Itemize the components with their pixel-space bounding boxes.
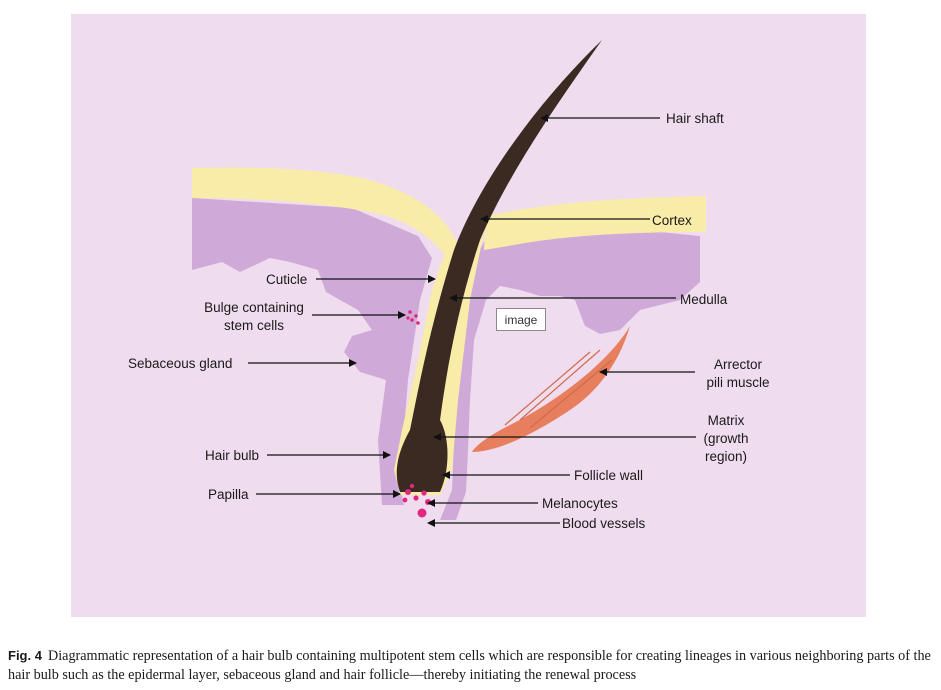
dermis-right [440, 226, 700, 520]
epidermis-right [484, 196, 706, 250]
label-sebaceous-gland: Sebaceous gland [128, 356, 232, 371]
hair-shaft [396, 40, 602, 492]
label-hair-shaft: Hair shaft [666, 111, 724, 126]
arrector-pili-muscle [472, 326, 630, 452]
label-melanocytes: Melanocytes [542, 496, 618, 511]
label-hair-bulb: Hair bulb [205, 448, 259, 463]
label-blood-vessels: Blood vessels [562, 516, 646, 531]
image-placeholder-tag: image [496, 308, 546, 331]
label-cortex: Cortex [652, 213, 692, 228]
label-bulge-line1: Bulge containing [204, 300, 304, 315]
epidermis-left [192, 167, 456, 262]
label-cuticle: Cuticle [266, 272, 307, 287]
label-arrector-line2: pili muscle [706, 375, 769, 390]
label-matrix-line3: region) [705, 449, 747, 464]
caption-text: Diagrammatic representation of a hair bu… [8, 648, 931, 683]
label-arrector-line1: Arrector [714, 357, 763, 372]
caption-figure-number: Fig. 4 [8, 648, 42, 663]
label-medulla: Medulla [680, 292, 728, 307]
bulge-stem-cells [406, 310, 420, 325]
label-matrix-line2: (growth [703, 431, 748, 446]
label-papilla: Papilla [208, 487, 249, 502]
label-matrix-line1: Matrix [708, 413, 745, 428]
dermis-left [192, 198, 432, 505]
label-bulge-line2: stem cells [224, 318, 284, 333]
label-follicle-wall: Follicle wall [574, 468, 643, 483]
